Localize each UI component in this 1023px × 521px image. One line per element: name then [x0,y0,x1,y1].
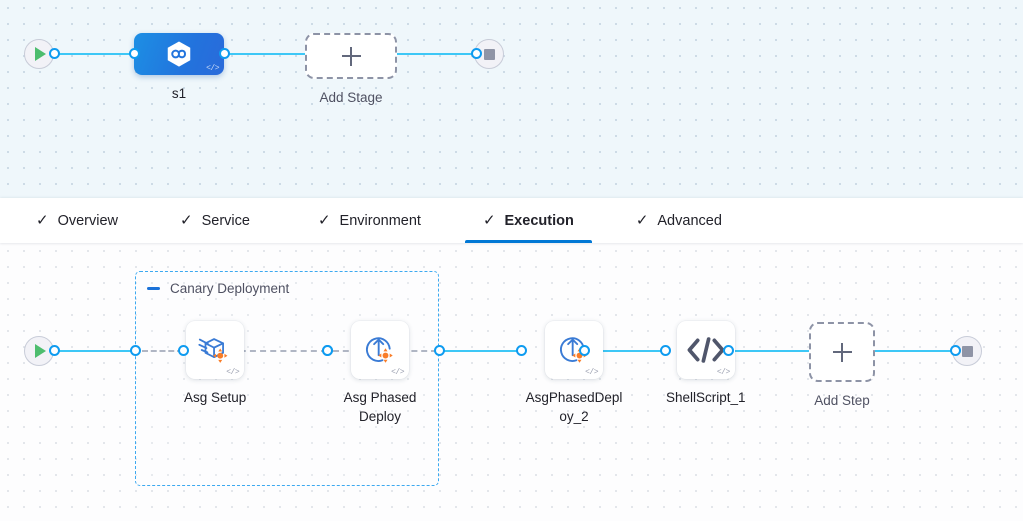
add-stage-button[interactable] [305,33,397,79]
stage-port-start-out[interactable] [49,48,60,59]
play-icon [35,47,46,61]
stage-port-end-in[interactable] [471,48,482,59]
step-node-label: ShellScript_1 [666,390,746,405]
stage-port-s1-in[interactable] [129,48,140,59]
step-port-group-in[interactable] [130,345,141,356]
tab-execution[interactable]: ✓ Execution [464,198,592,243]
add-step-label: Add Step [814,393,870,408]
tab-advanced[interactable]: ✓ Advanced [618,198,740,243]
plus-icon [832,342,852,362]
asg-setup-package-icon [198,338,228,363]
step-code-badge: </> [391,368,404,377]
step-node-asgphaseddeploy-2[interactable]: </> AsgPhasedDeploy_2 [522,321,626,426]
step-code-badge: </> [716,368,730,377]
stage-config-tabbar[interactable]: ✓ Overview ✓ Service ✓ Environment ✓ Exe… [0,198,1023,243]
step-node-asg-phased-deploy[interactable]: </> Asg Phased Deploy [328,321,432,426]
tab-environment-label: Environment [339,212,421,229]
step-connector-asgphased2-to-shell [584,350,666,352]
add-step-node[interactable]: Add Step [809,322,875,410]
execution-end-node[interactable] [952,336,982,366]
step-port-asg-phased-in[interactable] [322,345,333,356]
tab-overview[interactable]: ✓ Overview [18,198,136,243]
step-port-asg-setup-in[interactable] [178,345,189,356]
step-node-body[interactable]: </> [545,321,603,379]
stage-node-label: s1 [171,86,187,101]
step-connector-asg-setup-to-phased [189,350,327,352]
harness-cd-hexagon-icon [167,41,191,67]
pipeline-end-node[interactable] [474,39,504,69]
check-icon: ✓ [635,212,649,229]
add-step-button[interactable] [809,322,875,382]
step-port-shellscript-out[interactable] [723,345,734,356]
tab-service[interactable]: ✓ Service [162,198,268,243]
step-node-label: Asg Phased Deploy [343,390,417,425]
tab-overview-label: Overview [57,212,119,229]
step-node-shellscript-1[interactable]: </> ShellScript_1 [666,321,746,407]
stage-canvas[interactable]: </> s1 Add Stage [0,0,1023,198]
check-icon: ✓ [180,212,193,229]
step-port-shellscript-in[interactable] [660,345,671,356]
step-node-label: AsgPhasedDeploy_2 [525,390,623,425]
stage-connector-add-to-end [390,53,476,55]
step-node-body[interactable]: </> [351,321,409,379]
step-connector-shell-to-addstep [727,350,809,352]
step-port-asgphased2-in[interactable] [516,345,527,356]
step-connector-group-to-asgphased2 [441,350,521,352]
step-group-title: Canary Deployment [170,281,290,296]
play-icon [35,344,46,358]
check-icon: ✓ [317,212,331,229]
step-code-badge: </> [585,368,598,377]
add-stage-node[interactable]: Add Stage [305,33,397,107]
step-port-end-in[interactable] [950,345,961,356]
minus-icon[interactable] [147,287,160,290]
asg-phased-deploy-icon [365,337,393,363]
stage-node-body[interactable]: </> [134,33,224,75]
stage-port-s1-out[interactable] [219,48,230,59]
stage-connector-start-to-s1 [52,53,134,55]
stage-code-badge: </> [206,64,219,73]
step-node-asg-setup[interactable]: </> Asg Setup [184,321,246,407]
shell-script-code-icon [687,337,725,363]
step-port-asgphased2-out[interactable] [579,345,590,356]
step-node-label: Asg Setup [184,390,247,405]
step-connector-addstep-to-end [871,350,955,352]
check-icon: ✓ [36,212,49,229]
stage-connector-s1-to-add [224,53,308,55]
tab-service-label: Service [201,212,250,229]
tab-advanced-label: Advanced [657,212,722,229]
step-group-header: Canary Deployment [147,281,289,296]
tab-environment[interactable]: ✓ Environment [300,198,439,243]
stop-icon [961,345,973,357]
execution-canvas[interactable]: Canary Deployment [0,243,1023,521]
stop-icon [483,48,495,60]
check-icon: ✓ [482,212,496,229]
tab-execution-label: Execution [504,212,574,229]
plus-icon [341,46,361,66]
step-node-body[interactable]: </> [186,321,245,379]
step-port-start-out[interactable] [49,345,60,356]
step-port-group-out[interactable] [434,345,445,356]
step-connector-start-to-group [52,350,138,352]
add-stage-label: Add Stage [319,90,383,105]
step-code-badge: </> [226,368,240,377]
stage-node-s1[interactable]: </> s1 [134,33,224,103]
step-connector-group-in-to-asg-setup [142,350,183,352]
